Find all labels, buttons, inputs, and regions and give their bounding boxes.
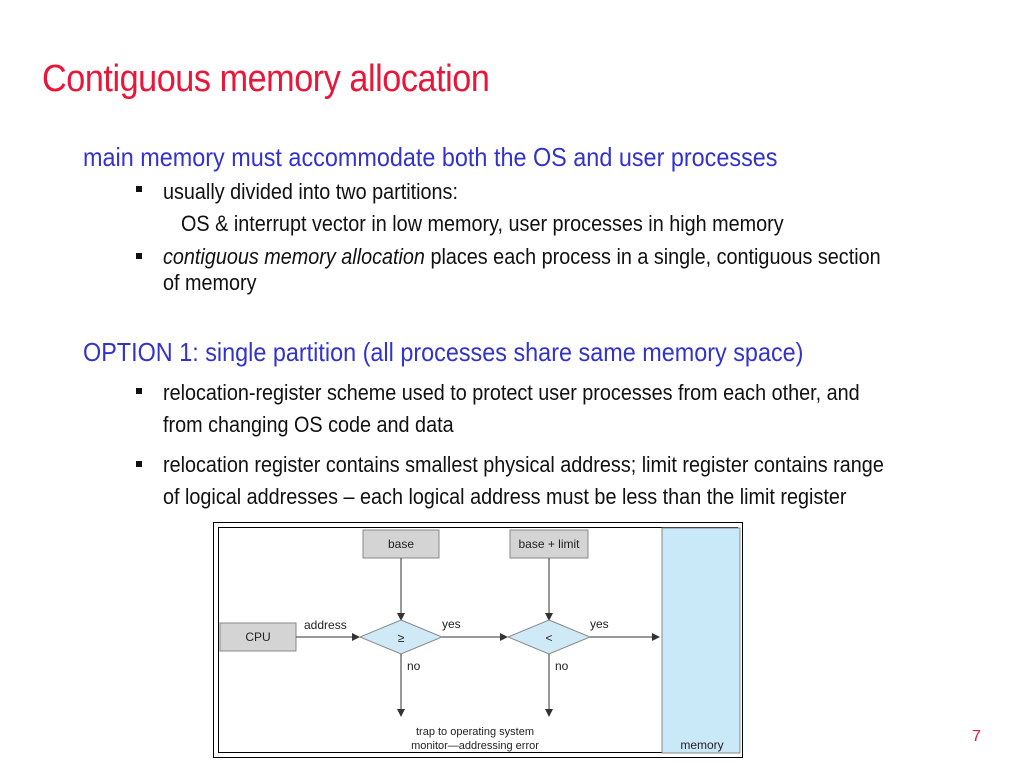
bullet-marker: [136, 253, 142, 259]
yes-label-1: yes: [442, 617, 461, 631]
memory-label: memory: [680, 738, 723, 752]
trap-label-line1: trap to operating system: [416, 726, 534, 738]
section2-bullet1-line1: relocation-register scheme used to prote…: [163, 380, 860, 405]
section2-bullet2-line2: of logical addresses – each logical addr…: [163, 484, 847, 509]
lt-symbol: <: [545, 631, 552, 645]
section2-heading: OPTION 1: single partition (all processe…: [83, 337, 804, 367]
address-label: address: [304, 618, 347, 632]
memory-block: [661, 527, 741, 754]
page-number: 7: [972, 728, 981, 745]
section1-heading: main memory must accommodate both the OS…: [83, 142, 778, 172]
slide-title: Contiguous memory allocation: [42, 58, 490, 100]
section1-bullet1-sub: OS & interrupt vector in low memory, use…: [181, 211, 784, 236]
section1-bullet2-rest: places each process in a single, contigu…: [424, 244, 881, 269]
section1-bullet2-line2: of memory: [163, 270, 257, 295]
section1-bullet2: contiguous memory allocation places each…: [163, 244, 881, 270]
trap-label-line2: monitor—addressing error: [411, 740, 539, 752]
no-label-2: no: [555, 659, 569, 673]
base-limit-label: base + limit: [518, 537, 580, 551]
cpu-label: CPU: [245, 630, 270, 644]
relocation-diagram: memory base base + limit CPU address ≥ y…: [213, 522, 743, 758]
section2-bullet1-line2: from changing OS code and data: [163, 412, 454, 437]
diagram-canvas: memory base base + limit CPU address ≥ y…: [219, 527, 741, 754]
gte-symbol: ≥: [398, 631, 405, 645]
bullet-marker: [136, 461, 142, 467]
no-label-1: no: [407, 659, 421, 673]
base-label: base: [388, 537, 414, 551]
bullet-marker: [136, 186, 142, 192]
italic-term: contiguous memory allocation: [163, 244, 425, 269]
bullet-marker: [136, 388, 142, 394]
section1-bullet1: usually divided into two partitions:: [163, 179, 458, 204]
section2-bullet2-line1: relocation register contains smallest ph…: [163, 452, 884, 477]
yes-label-2: yes: [590, 617, 609, 631]
